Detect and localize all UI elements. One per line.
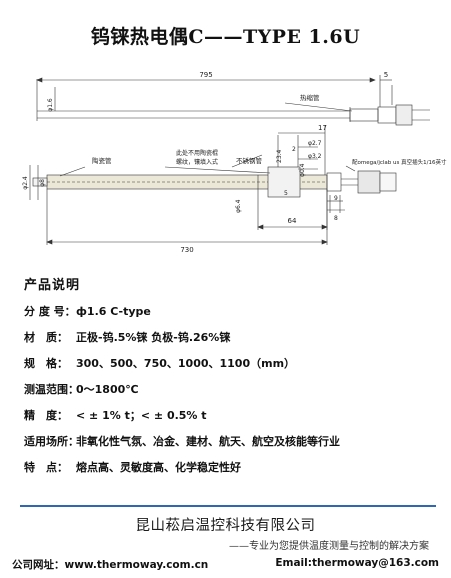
email-link[interactable]: thermoway@163.com	[311, 557, 439, 569]
label-heat-shrink: 热缩管	[300, 93, 320, 102]
dim-5: 5	[384, 71, 388, 79]
dim-730: 730	[180, 246, 193, 254]
company-name: 昆山菘启温控科技有限公司	[135, 518, 316, 534]
transition-sleeve	[326, 172, 342, 192]
website-link[interactable]: www.thermoway.com.cn	[64, 559, 209, 571]
dim-64: 64	[288, 217, 297, 225]
dim-phi64: φ6.4	[235, 199, 242, 213]
label-seal-1: 此处不用陶瓷棍	[176, 149, 218, 157]
spec-row: 规 格： 300、500、750、1000、1100（mm）	[24, 355, 295, 371]
website-line: 公司网址：www.thermoway.com.cn	[12, 557, 208, 572]
spec-label: 精 度：	[24, 409, 68, 422]
spec-row: 适用场所：非氧化性气氛、冶金、建材、航天、航空及核能等行业	[24, 433, 340, 449]
website-label: 公司网址：	[12, 559, 65, 571]
spec-row: 测温范围：0～1800℃	[24, 381, 139, 397]
spec-value: 0～1800℃	[76, 383, 139, 396]
dim-8: 8	[334, 215, 338, 222]
spec-label: 规 格：	[24, 357, 68, 370]
spec-row: 材 质： 正极-钨.5%铼 负极-钨.26%铼	[24, 329, 230, 345]
label-seal-2: 螺纹，镶填入式	[176, 158, 218, 166]
dim-5b: 5	[284, 190, 288, 197]
spec-label: 测温范围：	[24, 383, 79, 396]
dim-phi8: φ8	[39, 179, 46, 187]
probe-tip	[32, 177, 48, 187]
dim-23: 23.4	[276, 149, 283, 163]
dim-phi24: φ2.4	[22, 176, 29, 190]
page-title: 钨铼热电偶C——TYPE 1.6U	[90, 26, 361, 48]
spec-row: 分 度 号：ф1.6 C-type	[24, 303, 151, 319]
connector-plug-bottom	[379, 172, 397, 192]
dim-2: 2	[292, 146, 296, 153]
spec-value: 熔点高、灵敏度高、化学稳定性好	[76, 461, 241, 474]
spec-value: 正极-钨.5%铼 负极-钨.26%铼	[76, 331, 231, 344]
email-line: Email:thermoway@163.com	[275, 557, 439, 569]
spec-row: 特 点： 熔点高、灵敏度高、化学稳定性好	[24, 459, 241, 475]
section-title: 产品说明	[24, 278, 81, 293]
heat-shrink-leader	[284, 102, 353, 112]
dim-phi04: φ0.4	[299, 163, 306, 177]
stainless-fitting	[267, 166, 301, 198]
company-slogan: ——专业为您提供温度测量与控制的解决方案	[229, 541, 429, 552]
dim-phi16: φ1.6	[47, 98, 54, 112]
label-connector: 配omega/jclab us 真空插头1/16英寸	[352, 158, 447, 166]
dim-phi32: φ3.2	[308, 153, 322, 160]
connector-body-bottom	[357, 170, 381, 194]
footer-divider	[20, 505, 436, 507]
connector-plug-top	[395, 104, 413, 126]
spec-value: ф1.6 C-type	[76, 305, 151, 318]
spec-label: 特 点：	[24, 461, 68, 474]
spec-value: 非氧化性气氛、冶金、建材、航天、航空及核能等行业	[76, 435, 340, 448]
dim-795: 795	[199, 71, 212, 79]
spec-label: 适用场所：	[24, 435, 79, 448]
dim-9: 9	[334, 195, 338, 202]
label-ceramic: 陶瓷管	[92, 156, 112, 165]
spec-value: 300、500、750、1000、1100（mm）	[76, 357, 296, 370]
technical-drawing: 795 5 φ1.6 热缩管 17 φ2.7 φ3.2 23.4 φ0.4 2 …	[22, 71, 447, 254]
spec-label: 分 度 号：	[24, 305, 76, 318]
dim-phi27: φ2.7	[308, 140, 322, 147]
spec-label: 材 质：	[24, 331, 68, 344]
email-label: Email:	[275, 557, 312, 569]
dim-17: 17	[318, 124, 327, 132]
spec-row: 精 度： < ± 1% t；< ± 0.5% t	[24, 407, 207, 423]
connector-body-top	[377, 106, 397, 124]
heat-shrink	[349, 108, 379, 122]
label-stainless: 不锈钢管	[236, 156, 263, 165]
spec-value: < ± 1% t；< ± 0.5% t	[76, 409, 207, 422]
